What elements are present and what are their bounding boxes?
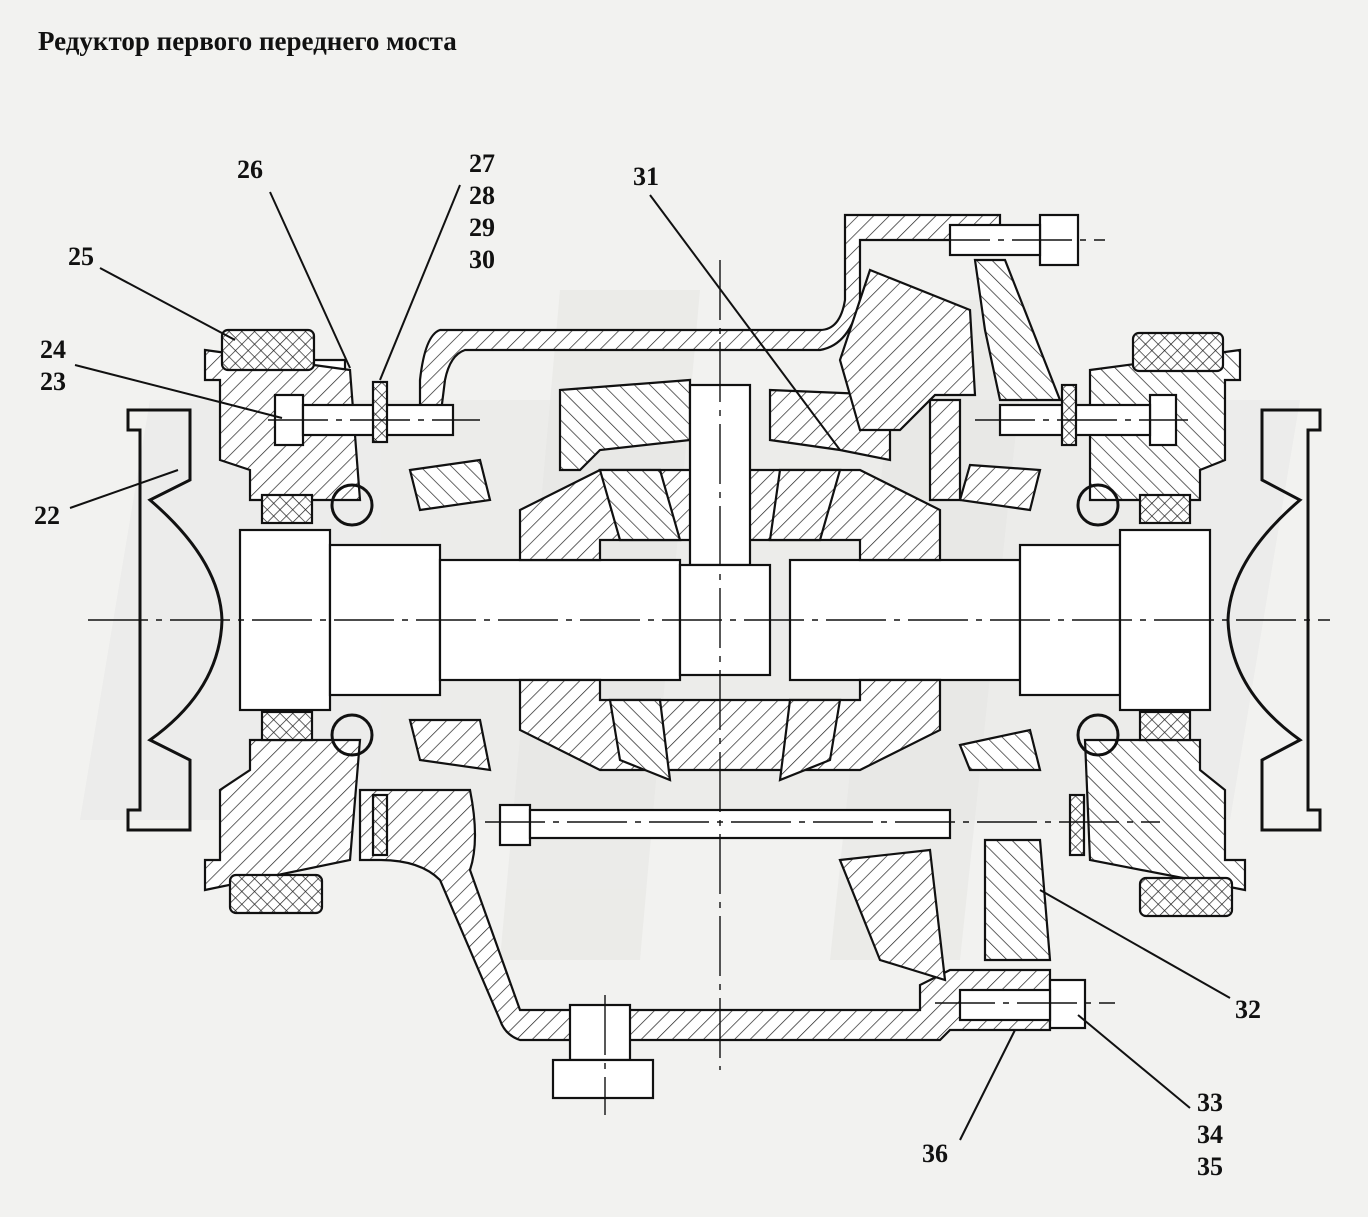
callout-31: 31 — [633, 162, 659, 191]
leader-lines — [69, 184, 1231, 1141]
callout-23: 23 — [40, 367, 66, 396]
callout-26: 26 — [237, 155, 263, 184]
callout-25: 25 — [68, 242, 94, 271]
callout-36: 36 — [922, 1139, 948, 1168]
callout-30: 30 — [469, 245, 495, 274]
end-brackets — [126, 408, 1322, 832]
callout-22: 22 — [34, 501, 60, 530]
bearings — [260, 458, 1192, 772]
callout-labels: 26 27 28 29 30 31 25 24 23 22 32 33 34 3… — [34, 149, 1261, 1181]
half-shafts — [238, 528, 1212, 712]
callout-33: 33 — [1197, 1088, 1223, 1117]
callout-27: 27 — [469, 149, 495, 178]
diagram-title: Редуктор первого переднего моста — [38, 26, 457, 56]
callout-29: 29 — [469, 213, 495, 242]
bevel-gears — [838, 258, 1062, 982]
differential-case — [518, 378, 942, 782]
mount-pads — [220, 328, 1234, 918]
center-lines — [88, 239, 1330, 1115]
callout-34: 34 — [1197, 1120, 1223, 1149]
callout-32: 32 — [1235, 995, 1261, 1024]
callout-24: 24 — [40, 335, 66, 364]
callout-35: 35 — [1197, 1152, 1223, 1181]
callout-28: 28 — [469, 181, 495, 210]
